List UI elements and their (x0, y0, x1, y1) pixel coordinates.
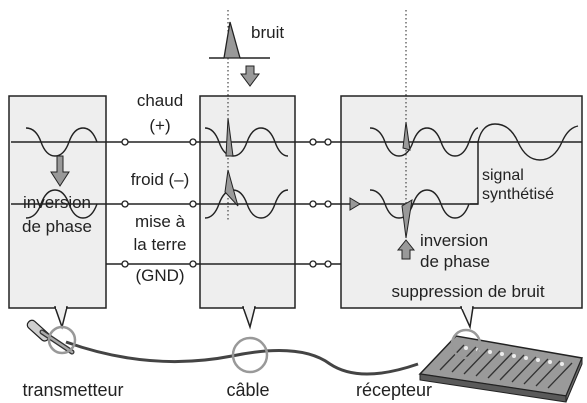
noise-on-rx-hot (402, 121, 411, 151)
connector-node (309, 138, 317, 146)
transmitter-callout-tail (53, 306, 68, 330)
synthesized-label-2: synthétisé (482, 186, 554, 203)
microphone-icon (26, 319, 75, 355)
cable-hot-wave (204, 127, 289, 157)
connector-node (324, 200, 332, 208)
connector-node (309, 200, 317, 208)
ground-label-3: (GND) (135, 266, 184, 285)
noise-on-hot (225, 117, 234, 157)
noise-inverted (401, 199, 413, 239)
synthesized-label-1: signal (482, 167, 524, 184)
tx-inversion-arrow (50, 155, 70, 187)
tx-hot-wave (25, 127, 98, 157)
transmitter-label: transmetteur (22, 380, 123, 400)
connector-node (121, 260, 129, 268)
mixing-console-icon (418, 335, 584, 403)
rx-inverted-wave (369, 189, 470, 219)
cable-highlight (231, 336, 269, 374)
connector-node (189, 260, 197, 268)
noise-on-cold (224, 169, 239, 207)
hot-label: chaud (137, 91, 183, 110)
rx-inversion-label-1: inversion (420, 231, 488, 250)
rx-inversion-arrow (396, 239, 416, 260)
hot-sign-label: (+) (149, 116, 170, 135)
noise-pulse-icon (209, 21, 270, 59)
tx-inversion-label-2: de phase (22, 217, 92, 236)
ground-label-1: mise à (135, 212, 186, 231)
connector-node (189, 138, 197, 146)
tx-inversion-label-1: inversion (23, 193, 91, 212)
waveforms (25, 123, 579, 219)
connectors (121, 138, 332, 268)
cold-input-marker (349, 197, 361, 211)
connector-node (324, 138, 332, 146)
noise-marks (224, 117, 413, 239)
receiver-panel (340, 95, 583, 309)
receiver-callout-tail (459, 306, 474, 330)
cold-label: froid (–) (131, 170, 190, 189)
noise-suppression-label: suppression de bruit (391, 282, 544, 301)
receiver-connector-highlight (450, 328, 482, 360)
connector-node (324, 260, 332, 268)
synthesis-bracket (470, 141, 479, 205)
noise-down-arrow (240, 65, 260, 87)
rx-inversion-label-2: de phase (420, 252, 490, 271)
cable-panel (199, 95, 296, 309)
noise-label: bruit (251, 23, 284, 42)
rx-hot-wave (369, 127, 479, 157)
connector-node (309, 260, 317, 268)
cable-label: câble (226, 380, 269, 400)
connector-node (189, 200, 197, 208)
receiver-label: récepteur (356, 380, 432, 400)
cable-callout-tail (241, 306, 256, 330)
connector-node (121, 200, 129, 208)
synthesized-wave (477, 123, 579, 161)
signal-cable (65, 340, 419, 376)
ground-label-2: la terre (134, 235, 187, 254)
tx-cold-wave (25, 189, 98, 219)
connector-node (121, 138, 129, 146)
cable-cold-wave (204, 189, 289, 219)
transmitter-connector-highlight (47, 325, 77, 355)
